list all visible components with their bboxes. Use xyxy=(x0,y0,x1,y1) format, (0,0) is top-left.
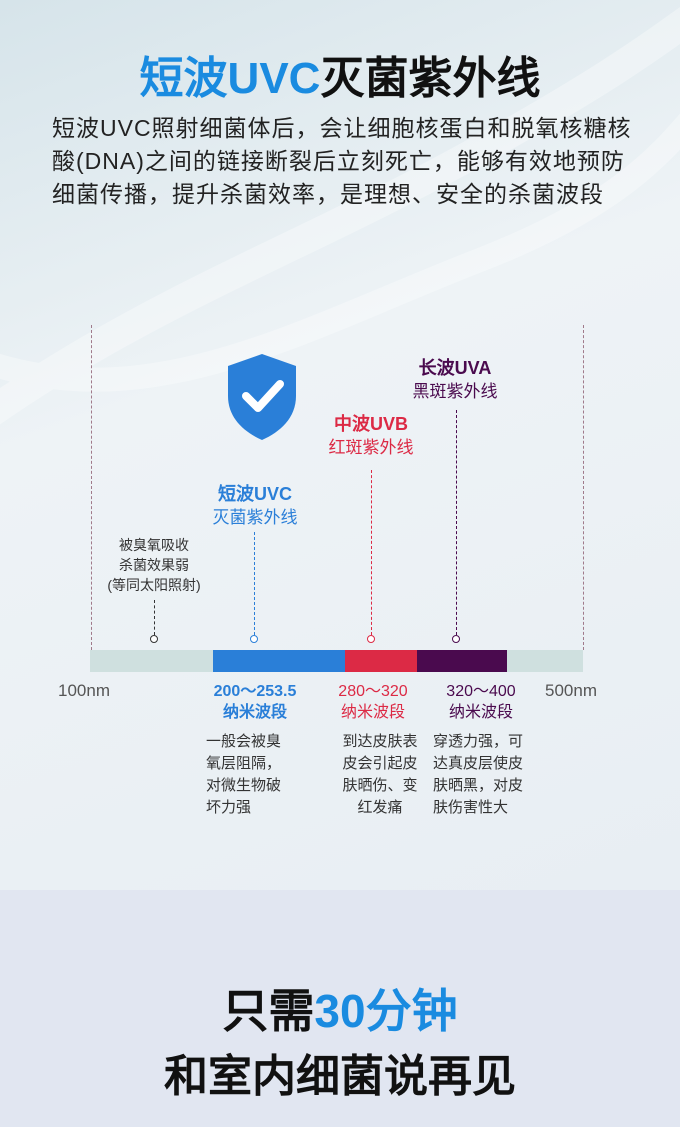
desc-line: 肤晒伤、变 xyxy=(342,777,418,794)
shield-check-icon xyxy=(228,354,296,440)
desc-line: 坏力强 xyxy=(206,799,252,816)
uvb-sub: 红斑紫外线 xyxy=(328,438,414,457)
ozone-note: 被臭氧吸收 杀菌效果弱 (等同太阳照射) xyxy=(94,535,214,595)
desc-line: 氧层阻隔， xyxy=(206,755,282,772)
uvb-description: 到达皮肤表皮会引起皮肤晒伤、变红发痛 xyxy=(335,731,425,819)
desc-line: 皮会引起皮 xyxy=(342,755,418,772)
spectrum-segment-visible xyxy=(507,650,583,672)
spectrum-segment-ozone xyxy=(90,650,213,672)
uvb-range-unit: 纳米波段 xyxy=(340,704,405,721)
uvc-sub: 灭菌紫外线 xyxy=(212,508,298,527)
page-title: 短波UVC灭菌紫外线 xyxy=(139,54,541,103)
left-boundary-line xyxy=(91,325,92,650)
uva-sub: 黑斑紫外线 xyxy=(412,382,498,401)
uvb-connector xyxy=(371,470,372,635)
desc-line: 达真皮层使皮 xyxy=(433,755,524,772)
uva-name: 长波UVA xyxy=(418,358,492,378)
bottom-headline: 只需30分钟 xyxy=(0,975,680,1041)
desc-line: 肤伤害性大 xyxy=(433,799,509,816)
uva-marker xyxy=(452,635,460,643)
headline-text: 只需 xyxy=(222,985,315,1037)
bottom-subheadline: 和室内细菌说再见 xyxy=(164,1052,516,1101)
uva-description: 穿透力强，可达真皮层使皮肤晒黑，对皮肤伤害性大 xyxy=(433,731,553,819)
desc-line: 穿透力强，可 xyxy=(433,733,524,750)
uvc-range: 200～253.5 纳米波段 xyxy=(195,681,315,723)
uva-range-value: 320～400 xyxy=(446,683,516,700)
uva-label: 长波UVA 黑斑紫外线 xyxy=(390,356,520,404)
uvc-label: 短波UVC 灭菌紫外线 xyxy=(190,482,320,530)
desc-line: 一般会被臭 xyxy=(206,733,282,750)
uvc-marker xyxy=(250,635,258,643)
ozone-line: (等同太阳照射) xyxy=(107,577,201,593)
uvb-range-value: 280～320 xyxy=(338,683,408,700)
spectrum-segment-uvc xyxy=(213,650,345,672)
uva-range-unit: 纳米波段 xyxy=(448,704,513,721)
uvb-label: 中波UVB 红斑紫外线 xyxy=(306,412,436,460)
ozone-line: 杀菌效果弱 xyxy=(119,557,189,573)
end-wavelength-label: 500nm xyxy=(545,681,597,700)
uvc-name: 短波UVC xyxy=(217,484,292,504)
uvb-marker xyxy=(367,635,375,643)
uvc-range-value: 200～253.5 xyxy=(213,683,297,700)
ozone-connector xyxy=(154,600,155,635)
dna-background-graphic xyxy=(0,0,680,890)
spectrum-segment-uvb xyxy=(345,650,417,672)
desc-line: 红发痛 xyxy=(357,799,403,816)
desc-line: 对微生物破 xyxy=(206,777,282,794)
bottom-banner xyxy=(0,890,680,1127)
uva-connector xyxy=(456,410,457,635)
desc-line: 到达皮肤表 xyxy=(342,733,418,750)
right-boundary-line xyxy=(583,325,584,650)
start-wavelength-label: 100nm xyxy=(58,681,110,700)
intro-text: 短波UVC照射细菌体后，会让细胞核蛋白和脱氧核糖核酸(DNA)之间的链接断裂后立… xyxy=(52,115,632,207)
desc-line: 肤晒黑，对皮 xyxy=(433,777,524,794)
hero-section xyxy=(0,0,680,890)
uva-range: 320～400 纳米波段 xyxy=(426,681,536,723)
spectrum-segment-uva xyxy=(417,650,507,672)
uvc-description: 一般会被臭氧层阻隔， 对微生物破坏力强 xyxy=(206,731,306,819)
uvc-connector xyxy=(254,532,255,635)
ozone-line: 被臭氧吸收 xyxy=(119,537,189,553)
uvb-range: 280～320 纳米波段 xyxy=(318,681,428,723)
headline-highlight: 30分钟 xyxy=(314,985,458,1037)
uvb-name: 中波UVB xyxy=(333,414,408,434)
uvc-range-unit: 纳米波段 xyxy=(222,704,287,721)
ozone-marker xyxy=(150,635,158,643)
